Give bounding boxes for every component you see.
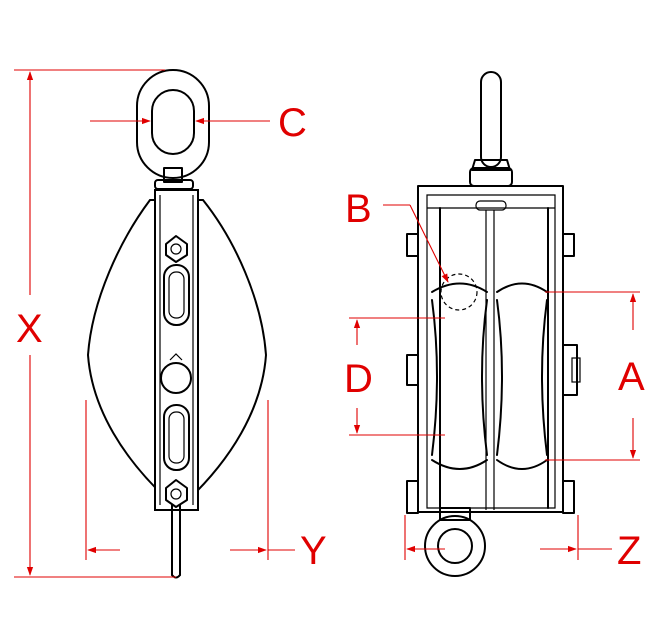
label-d: D xyxy=(344,357,373,401)
front-view xyxy=(86,69,268,579)
dimension-x: X xyxy=(14,69,176,578)
dimension-c: C xyxy=(90,101,307,145)
dimension-b: B xyxy=(345,187,449,283)
side-sheaves xyxy=(431,273,548,470)
dimension-a: A xyxy=(545,291,645,461)
side-bottom-eye xyxy=(424,507,486,577)
label-z: Z xyxy=(617,529,641,573)
dimension-y: Y xyxy=(85,400,327,573)
label-x: X xyxy=(16,307,43,351)
label-y: Y xyxy=(300,529,327,573)
label-b: B xyxy=(345,187,372,231)
label-a: A xyxy=(618,355,645,399)
front-swivel-eye xyxy=(136,69,210,190)
side-view xyxy=(406,71,581,577)
dimension-d: D xyxy=(344,317,445,436)
front-strap-fittings xyxy=(160,235,192,508)
label-c: C xyxy=(278,101,307,145)
front-center-strap xyxy=(154,189,199,511)
dimension-z: Z xyxy=(404,515,641,573)
side-bolts xyxy=(406,233,581,514)
front-bottom-pin xyxy=(171,504,181,579)
side-top-shackle xyxy=(469,71,513,187)
